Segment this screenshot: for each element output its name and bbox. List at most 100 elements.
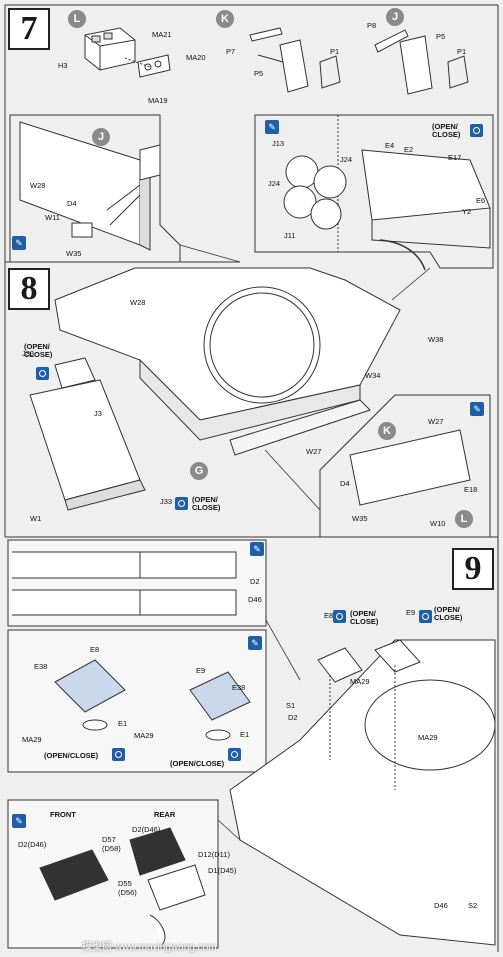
open-close-label: (OPEN/ CLOSE): [434, 605, 463, 622]
part-label: W35: [352, 514, 368, 523]
part-label: W38: [428, 335, 444, 344]
part-label: W10: [430, 519, 446, 528]
part-label: W28: [130, 298, 146, 307]
part-label: J24: [340, 155, 353, 164]
part-label: D4: [67, 199, 77, 208]
open-close-icon: [333, 610, 346, 623]
step7-frame: [4, 4, 499, 262]
open-close-label: (OPEN/ CLOSE): [24, 342, 53, 359]
part-label: P8: [367, 21, 377, 30]
part-label: J33: [160, 497, 173, 506]
part-label: MA19: [148, 96, 168, 105]
part-label: S2: [468, 901, 478, 910]
part-label: D55: [118, 879, 132, 888]
part-label: D46: [248, 595, 262, 604]
part-label: D2: [250, 577, 260, 586]
part-label: E4: [385, 141, 395, 150]
hull-top: [54, 267, 401, 456]
watermark: 模型网 www.moxingwang.com: [82, 942, 217, 953]
cement-icon: ✎: [265, 120, 279, 134]
part-label: S1: [286, 701, 296, 710]
part-label: E38: [34, 662, 48, 671]
cement-icon: ✎: [470, 402, 484, 416]
marker-K: K: [216, 10, 234, 28]
part-label: W27: [428, 417, 444, 426]
front-rear-box: [7, 799, 219, 949]
open-close-icon: [228, 748, 241, 761]
open-close-label: (OPEN/ CLOSE): [350, 609, 379, 626]
part-label: E9: [196, 666, 206, 675]
part-H3: [84, 27, 136, 71]
marker-J: J: [386, 8, 404, 26]
part-label: W28: [30, 181, 46, 190]
part-label: MA21: [152, 30, 172, 39]
part-MA-strip: [124, 54, 171, 78]
open-close-label: (OPEN/CLOSE): [170, 759, 225, 768]
part-label: E9: [406, 608, 416, 617]
open-close-icon: [470, 124, 483, 137]
part-label: MA29: [134, 731, 154, 740]
step9-frame: [5, 536, 499, 952]
part-label: D1(D45): [208, 866, 237, 875]
part-label: Y2: [462, 207, 472, 216]
part-label: D46: [434, 901, 448, 910]
part-label: J11: [284, 231, 296, 240]
open-close-label: (OPEN/ CLOSE): [432, 122, 461, 139]
part-label: J13: [272, 139, 285, 148]
part-label: P5: [436, 32, 446, 41]
marker-J-inset: J: [92, 128, 110, 146]
cement-icon: ✎: [250, 542, 264, 556]
open-close-icon: [36, 367, 49, 380]
step-number-8: 8: [8, 268, 50, 310]
marker-L: L: [68, 10, 86, 28]
cement-icon: ✎: [248, 636, 262, 650]
part-label: E2: [404, 145, 414, 154]
inset-right: [254, 114, 494, 271]
step8-frame: [4, 261, 499, 537]
hull-step9: [229, 639, 496, 946]
part-label: P1: [330, 47, 340, 56]
step-number-7: 7: [8, 8, 50, 50]
front-label: FRONT: [50, 810, 76, 819]
open-close-label: (OPEN/ CLOSE): [192, 495, 221, 512]
part-label: E8: [90, 645, 100, 654]
part-label: (D56): [118, 888, 137, 897]
part-label: D12(D11): [198, 850, 230, 859]
rear-label: REAR: [154, 810, 176, 819]
part-label: E18: [464, 485, 478, 494]
part-label: H3: [58, 61, 68, 70]
marker-K-inset: K: [378, 422, 396, 440]
part-label: D57: [102, 835, 116, 844]
part-label: J3: [94, 409, 102, 418]
hatch-assembly: [29, 357, 146, 511]
part-label: MA29: [418, 733, 438, 742]
marker-G: G: [190, 462, 208, 480]
open-close-icon: [419, 610, 432, 623]
part-label: E38: [232, 683, 246, 692]
part-label: W1: [30, 514, 42, 523]
part-label: E1: [118, 719, 128, 728]
part-label: E8: [324, 611, 334, 620]
part-label: P1: [457, 47, 467, 56]
hatch-box: [7, 629, 267, 773]
open-close-label: (OPEN/CLOSE): [44, 751, 99, 760]
cement-icon: ✎: [12, 236, 26, 250]
part-P-assembly-2: [374, 29, 469, 95]
part-label: D2(D46): [18, 840, 47, 849]
part-label: D4: [340, 479, 350, 488]
step-number-9: 9: [452, 548, 494, 590]
d2-strip-box: [7, 539, 267, 627]
part-label: (D58): [102, 844, 121, 853]
part-label: W35: [66, 249, 82, 258]
open-close-icon: [175, 497, 188, 510]
cement-icon: ✎: [12, 814, 26, 828]
part-label: MA29: [350, 677, 370, 686]
part-label: MA20: [186, 53, 206, 62]
part-label: D2: [288, 713, 298, 722]
part-label: W27: [306, 447, 322, 456]
part-label: P7: [226, 47, 236, 56]
part-label: MA29: [22, 735, 42, 744]
part-label: E17: [448, 153, 462, 162]
part-label: J24: [268, 179, 281, 188]
